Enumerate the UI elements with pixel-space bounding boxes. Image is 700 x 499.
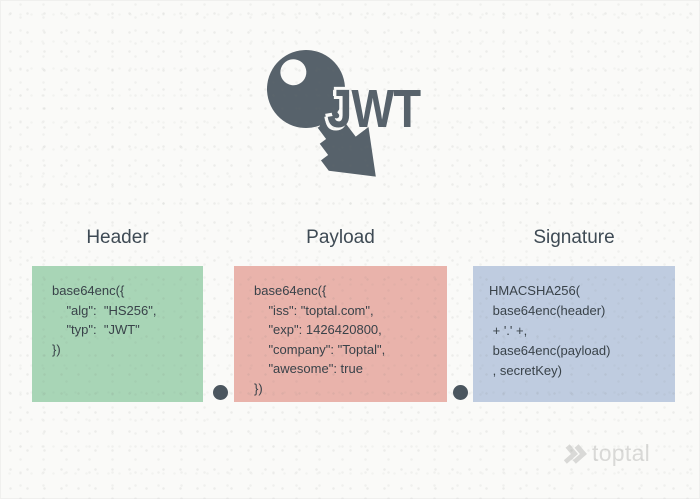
separator-dot <box>453 385 468 400</box>
payload-code: base64enc({ "iss": "toptal.com", "exp": … <box>254 283 386 396</box>
header-code: base64enc({ "alg": "HS256", "typ": "JWT"… <box>52 283 157 357</box>
header-section-title: Header <box>86 227 149 248</box>
header-code-box: base64enc({ "alg": "HS256", "typ": "JWT"… <box>32 266 203 402</box>
key-icon <box>267 50 376 177</box>
toptal-chevron-icon <box>564 444 587 464</box>
signature-code: HMACSHA256( base64enc(header) + '.' +, b… <box>489 283 611 378</box>
signature-section-title: Signature <box>533 227 615 248</box>
toptal-brand-text: toptal <box>592 440 651 466</box>
signature-code-box: HMACSHA256( base64enc(header) + '.' +, b… <box>473 266 675 402</box>
payload-code-box: base64enc({ "iss": "toptal.com", "exp": … <box>234 266 447 402</box>
toptal-watermark: toptal <box>564 441 650 466</box>
jwt-logo-text: JWT <box>327 79 421 139</box>
payload-section-title: Payload <box>306 227 375 248</box>
separator-dot <box>213 385 228 400</box>
